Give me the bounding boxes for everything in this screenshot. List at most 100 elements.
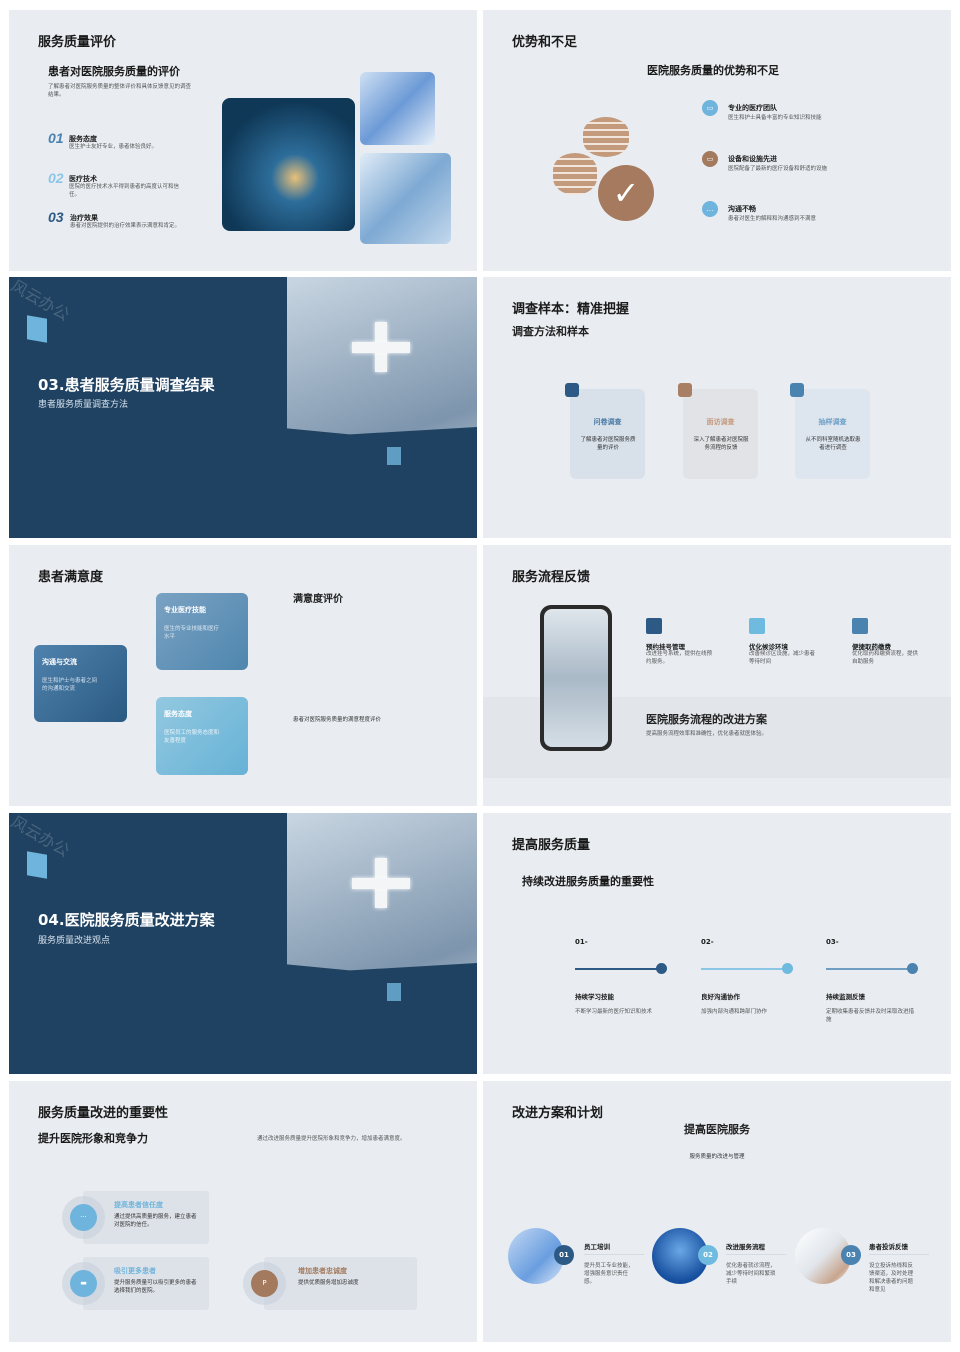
card-title: 增加患者忠诚度 [298, 1267, 347, 1275]
slide-title: 服务质量改进的重要性 [38, 1106, 169, 1121]
item-desc: 医生和护士具备丰富的专业知识和技能 [728, 115, 822, 121]
item-title: 便捷取药缴费 [852, 643, 891, 651]
benefit-card: ··· 提高患者信任度 通过提供高质量的服务，建立患者对医院的信任。 [62, 1191, 212, 1247]
card-title: 提高患者信任度 [114, 1201, 163, 1209]
step-desc: 加强内部沟通和跨部门协作 [701, 1009, 768, 1015]
card-desc: 医院员工的服务态度和友善程度 [164, 730, 220, 744]
item-title: 患者投诉反馈 [869, 1243, 908, 1251]
team-icon: ▭ [702, 100, 718, 116]
slide-title: 提高服务质量 [512, 838, 591, 853]
slide-subtitle: 持续改进服务质量的重要性 [522, 875, 654, 888]
decor-square [27, 315, 47, 343]
card-desc: 提供优质服务增加忠诚度 [298, 1280, 359, 1286]
card-desc: 深入了解患者对医院服务流程的反馈 [693, 437, 749, 451]
plan-heading: 提高医院服务 [684, 1123, 750, 1136]
slide-heading: 医院服务质量的优势和不足 [647, 64, 779, 77]
chat-icon: … [702, 201, 718, 217]
step-number: 01- [575, 938, 588, 946]
item-badge: 03 [841, 1245, 861, 1265]
item-title: 服务态度 [69, 135, 97, 143]
card-desc: 了解患者对医院服务质量的评价 [580, 437, 636, 451]
microscope-image [360, 153, 451, 244]
coins-illustration: ✓ [553, 115, 658, 225]
slide-title: 患者满意度 [38, 570, 104, 585]
slide-title: 服务质量评价 [38, 35, 117, 50]
item-title: 医疗技术 [69, 175, 97, 183]
section-subtitle: 患者服务质量调查方法 [38, 400, 129, 410]
slide-strengths-weaknesses[interactable]: 优势和不足 医院服务质量的优势和不足 ✓ ▭ 专业的医疗团队 医生和护士具备丰富… [483, 10, 951, 271]
item-title: 改进服务流程 [726, 1243, 765, 1251]
step-title: 持续监测反馈 [826, 993, 865, 1001]
slide-satisfaction[interactable]: 患者满意度 沟通与交流 医生和护士与患者之间的沟通和交流 专业医疗技能 医生的专… [9, 545, 477, 806]
item-desc: 患者对医生的解释和沟通感到不满意 [728, 216, 817, 222]
card-desc: 通过提供高质量的服务，建立患者对医院的信任。 [114, 1214, 197, 1228]
item-title: 沟通不畅 [728, 205, 756, 213]
slide-title: 服务流程反馈 [512, 570, 591, 585]
section-title: 03.患者服务质量调查结果 [38, 376, 215, 394]
step: 03- 持续监测反馈 定期收集患者反馈并及时采取改进措施 [826, 938, 926, 1038]
slide-plan[interactable]: 改进方案和计划 提高医院服务 服务质量的改进与管理 01 员工培训 提升员工专业… [483, 1081, 951, 1342]
message-icon: ··· [70, 1204, 97, 1231]
slide-title: 优势和不足 [512, 35, 578, 50]
item-desc: 医院配备了最新的医疗设备和舒适的设施 [728, 166, 828, 172]
item-title: 预约挂号管理 [646, 643, 685, 651]
step: 01- 持续学习技能 不断学习最新的医疗知识和技术 [575, 938, 675, 1038]
step-number: 03- [826, 938, 839, 946]
slide-survey-sample[interactable]: 调查样本：精准把握 调查方法和样本 问卷调查 了解患者对医院服务质量的评价 面访… [483, 277, 951, 538]
slide-service-quality-evaluation[interactable]: 服务质量评价 患者对医院服务质量的评价 了解患者对医院服务质量的整体评价和具体反… [9, 10, 477, 271]
item-desc: 设立投诉热线和反馈渠道，及时处理和解决患者的问题和意见 [869, 1263, 914, 1293]
method-card: 问卷调查 了解患者对医院服务质量的评价 [565, 383, 645, 479]
document-icon: P [251, 1270, 278, 1297]
slide-importance[interactable]: 服务质量改进的重要性 提升医院形象和竞争力 通过改进服务质量提升医院形象和竞争力… [9, 1081, 477, 1342]
step-dot [782, 963, 793, 974]
item-badge: 02 [698, 1245, 718, 1265]
item-number: 02 [48, 170, 64, 186]
slide-desc: 了解患者对医院服务质量的整体评价和具体反馈意见的调查结果。 [48, 84, 192, 98]
plan-subheading: 服务质量的改进与管理 [689, 1154, 745, 1160]
sofa-icon: ▬ [70, 1270, 97, 1297]
calendar-icon [646, 618, 662, 634]
decor-square [27, 851, 47, 879]
step-dot [907, 963, 918, 974]
section-title: 04.医院服务质量改进方案 [38, 911, 215, 929]
item-desc: 优化患者就诊流程，减少等待时间和繁琐手续 [726, 1263, 776, 1285]
process-desc: 提高服务流程效率和准确性，优化患者就医体验。 [646, 731, 768, 737]
step-dot [656, 963, 667, 974]
item-title: 优化候诊环境 [749, 643, 788, 651]
item-number: 03 [48, 209, 64, 225]
card-desc: 医生和护士与患者之间的沟通和交流 [42, 678, 98, 692]
card-desc: 提升服务质量可以吸引更多的患者选择我们的医院。 [114, 1280, 197, 1294]
gear-icon [749, 618, 765, 634]
card-desc: 从不同科室随机选取患者进行调查 [805, 437, 861, 451]
briefcase-icon: ▭ [702, 151, 718, 167]
section-slide-03[interactable]: 风云办公 03.患者服务质量调查结果 患者服务质量调查方法 [9, 277, 477, 538]
plan-item: 03 患者投诉反馈 设立投诉热线和反馈渠道，及时处理和解决患者的问题和意见 [795, 1226, 945, 1306]
card-title: 抽样调查 [818, 418, 847, 426]
slide-process-feedback[interactable]: 服务流程反馈 预约挂号管理 改进挂号系统，提供在线预约服务。 优化候诊环境 改善… [483, 545, 951, 806]
step-title: 持续学习技能 [575, 993, 614, 1001]
lab-image [360, 72, 435, 145]
step-desc: 不断学习最新的医疗知识和技术 [575, 1009, 653, 1015]
item-title: 员工培训 [584, 1243, 610, 1251]
item-badge: 01 [554, 1245, 574, 1265]
step: 02- 良好沟通协作 加强内部沟通和跨部门协作 [701, 938, 801, 1038]
item-title: 治疗效果 [70, 214, 98, 222]
slide-subtitle: 调查方法和样本 [512, 325, 589, 338]
section-slide-04[interactable]: 风云办公 04.医院服务质量改进方案 服务质量改进观点 [9, 813, 477, 1074]
plan-item: 01 员工培训 提升员工专业技能，增强服务意识责任感。 [508, 1226, 644, 1306]
card-title: 面访调查 [706, 418, 735, 426]
item-desc: 改进挂号系统，提供在线预约服务。 [646, 651, 713, 665]
satisfaction-desc: 患者对医院服务质量的满意程度评价 [293, 717, 382, 723]
satisfaction-card: 服务态度 医院员工的服务态度和友善程度 [156, 697, 248, 775]
item-title: 设备和设施先进 [728, 155, 777, 163]
plan-item: 02 改进服务流程 优化患者就诊流程，减少等待时间和繁琐手续 [652, 1226, 787, 1306]
item-desc: 优化取药和缴费流程，提供自助服务 [852, 651, 919, 665]
method-card: 面访调查 深入了解患者对医院服务流程的反馈 [678, 383, 758, 479]
slide-improve-quality[interactable]: 提高服务质量 持续改进服务质量的重要性 01- 持续学习技能 不断学习最新的医疗… [483, 813, 951, 1074]
satisfaction-card: 专业医疗技能 医生的专业技能和医疗水平 [156, 593, 248, 670]
item-desc: 改善候诊区设施，减少患者等待时间 [749, 651, 816, 665]
item-desc: 患者对医院提供的治疗效果表示满意和肯定。 [70, 223, 181, 229]
item-title: 专业的医疗团队 [728, 104, 777, 112]
slide-title: 改进方案和计划 [512, 1106, 604, 1121]
process-heading: 医院服务流程的改进方案 [646, 713, 767, 726]
